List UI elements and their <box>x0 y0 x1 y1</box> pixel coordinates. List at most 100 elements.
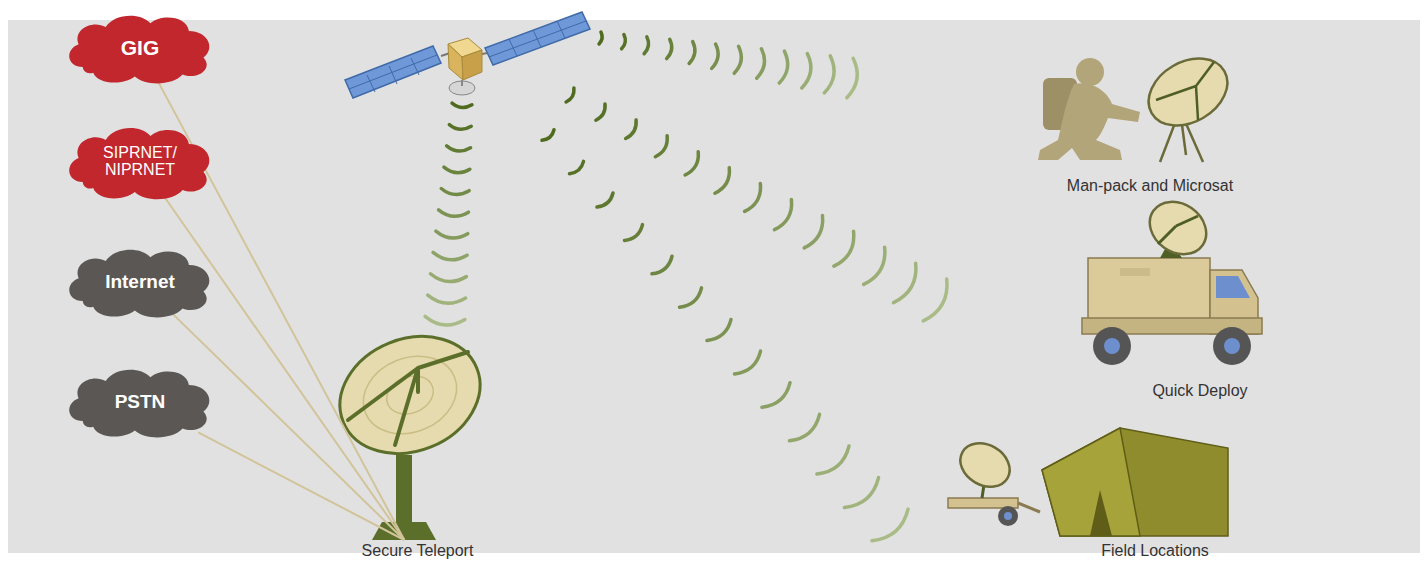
network-link <box>162 194 404 540</box>
wave-arc <box>596 104 605 120</box>
microsat-dish <box>1137 45 1240 139</box>
wave-arc <box>626 120 637 139</box>
tent <box>1042 428 1228 536</box>
wave-arc <box>452 103 472 107</box>
wave-arc <box>679 288 701 307</box>
wave-arc <box>430 274 466 282</box>
wave-arc <box>757 49 765 78</box>
network-label: GIG <box>121 37 160 59</box>
wave-arc <box>569 161 583 173</box>
satellite <box>345 12 590 98</box>
wheel <box>998 506 1018 526</box>
wave-arc <box>689 42 695 64</box>
site-label: Field Locations <box>1010 542 1300 560</box>
network-link <box>171 312 404 540</box>
wave-arc <box>436 231 468 238</box>
network-cloud: PSTN <box>62 364 218 440</box>
cab-window <box>1216 276 1250 298</box>
panel-grid <box>489 21 586 57</box>
wave-arc <box>566 88 574 102</box>
cloud-outline <box>69 128 209 199</box>
dish-reflector <box>322 316 497 474</box>
network-label: SIPRNET/ NIPRNET <box>94 145 186 179</box>
wave-arc <box>893 263 915 303</box>
wheel <box>1093 327 1131 365</box>
deploy-truck <box>1082 191 1262 365</box>
network-cloud: GIG <box>62 10 218 86</box>
tent-door <box>1090 490 1112 536</box>
site-label: Man-pack and Microsat <box>1000 177 1300 195</box>
wave-arc <box>644 37 648 54</box>
wave-arc <box>817 446 849 474</box>
satellite-dish <box>449 81 475 95</box>
wave-arc <box>762 383 790 408</box>
wave-arc <box>872 509 908 541</box>
wave-arc <box>734 46 741 73</box>
wave-arc <box>715 168 730 194</box>
teleport-site: Secure Teleport <box>335 318 500 540</box>
network-link <box>198 432 404 540</box>
wave-arc <box>734 351 760 374</box>
wave-arc <box>444 167 470 173</box>
cloud-text-area: Internet <box>62 244 218 320</box>
wave-arc <box>447 146 471 151</box>
cloud-outline <box>69 370 209 438</box>
wave-arc <box>844 478 878 508</box>
dish-pedestal <box>396 455 412 525</box>
wave-arc <box>441 188 469 194</box>
field-terminal: Field Locations <box>1010 400 1300 560</box>
wave-arc <box>789 414 819 440</box>
field-terminal: Man-pack and Microsat <box>1000 50 1300 195</box>
soldier-body <box>1038 83 1140 160</box>
hub <box>1004 512 1012 520</box>
wave-arc <box>655 136 667 157</box>
feed-arms <box>1158 216 1198 244</box>
wheel <box>1213 327 1251 365</box>
wave-arc <box>685 152 698 175</box>
wave-arc <box>624 225 642 241</box>
wave-arc <box>449 125 471 130</box>
wave-arc <box>599 32 602 44</box>
hub <box>1224 338 1240 354</box>
wave-arc <box>923 279 947 321</box>
wave-arc <box>774 199 791 229</box>
cloud-outline <box>69 16 209 84</box>
hub <box>1104 338 1120 354</box>
network-label: PSTN <box>115 392 166 412</box>
cloud-text-area: GIG <box>62 10 218 86</box>
wave-arc <box>542 130 554 141</box>
signal-waves <box>425 32 947 541</box>
wave-arc <box>804 215 823 248</box>
satellite-body <box>462 50 482 80</box>
wave-arc <box>864 247 885 284</box>
wave-arc <box>433 252 467 259</box>
panel-grid <box>349 55 437 92</box>
field-terminal: Quick Deploy <box>1080 200 1320 400</box>
teleport-dish <box>322 316 497 540</box>
feed-arms <box>348 352 468 445</box>
helmet <box>1076 58 1104 86</box>
trailer-dish <box>952 435 1017 496</box>
cloud-outline <box>69 250 209 318</box>
network-cloud: Internet <box>62 244 218 320</box>
manpack-soldier <box>1038 45 1239 162</box>
site-label: Quick Deploy <box>1080 382 1320 400</box>
feed-arms <box>1156 62 1214 120</box>
site-label: Secure Teleport <box>295 542 540 560</box>
wave-arc <box>652 256 672 274</box>
field-site <box>948 428 1228 536</box>
dish-mount <box>461 80 463 86</box>
wave-arc <box>712 44 718 68</box>
wave-arc <box>834 231 854 266</box>
wave-arc <box>847 58 857 97</box>
dish-base <box>372 522 436 540</box>
solar-panel <box>345 46 441 98</box>
network-label: Internet <box>105 272 175 292</box>
cloud-text-area: PSTN <box>62 364 218 440</box>
wave-arc <box>622 34 626 48</box>
wave-arc <box>707 319 731 340</box>
wave-arc <box>428 295 466 303</box>
